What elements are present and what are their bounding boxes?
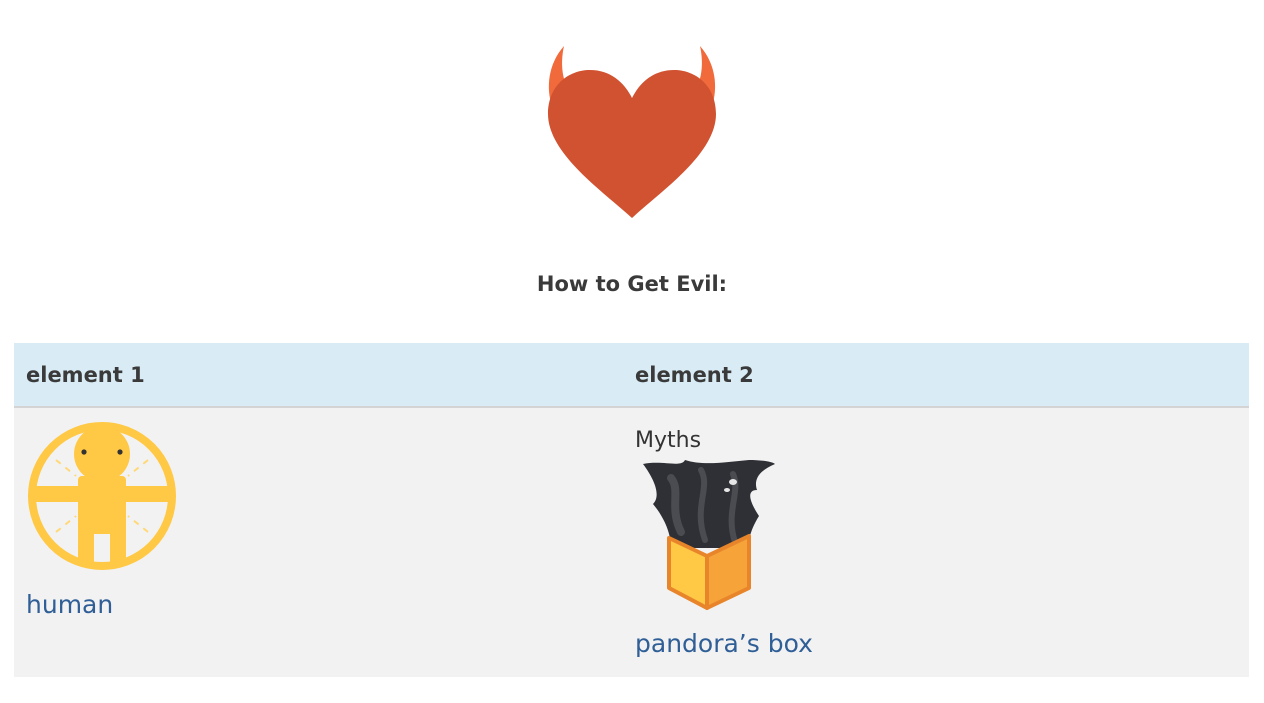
table-header-row: element 1 element 2	[14, 343, 1249, 408]
recipe-table: element 1 element 2	[14, 343, 1249, 677]
cell-element-1: human	[14, 407, 623, 677]
pandoras-box-link[interactable]: pandora’s box	[635, 629, 813, 658]
devil-heart-icon	[548, 46, 716, 218]
human-link[interactable]: human	[26, 590, 114, 619]
page-title: How to Get Evil:	[536, 272, 728, 296]
header-element-2: element 2	[623, 343, 1249, 408]
cell-element-2: Myths pandor	[623, 407, 1249, 677]
myths-label: Myths	[635, 428, 702, 453]
human-icon[interactable]	[26, 420, 178, 572]
pandoras-box-icon[interactable]	[641, 460, 777, 612]
table-row: human Myths	[14, 407, 1249, 677]
header-element-1: element 1	[14, 343, 623, 408]
